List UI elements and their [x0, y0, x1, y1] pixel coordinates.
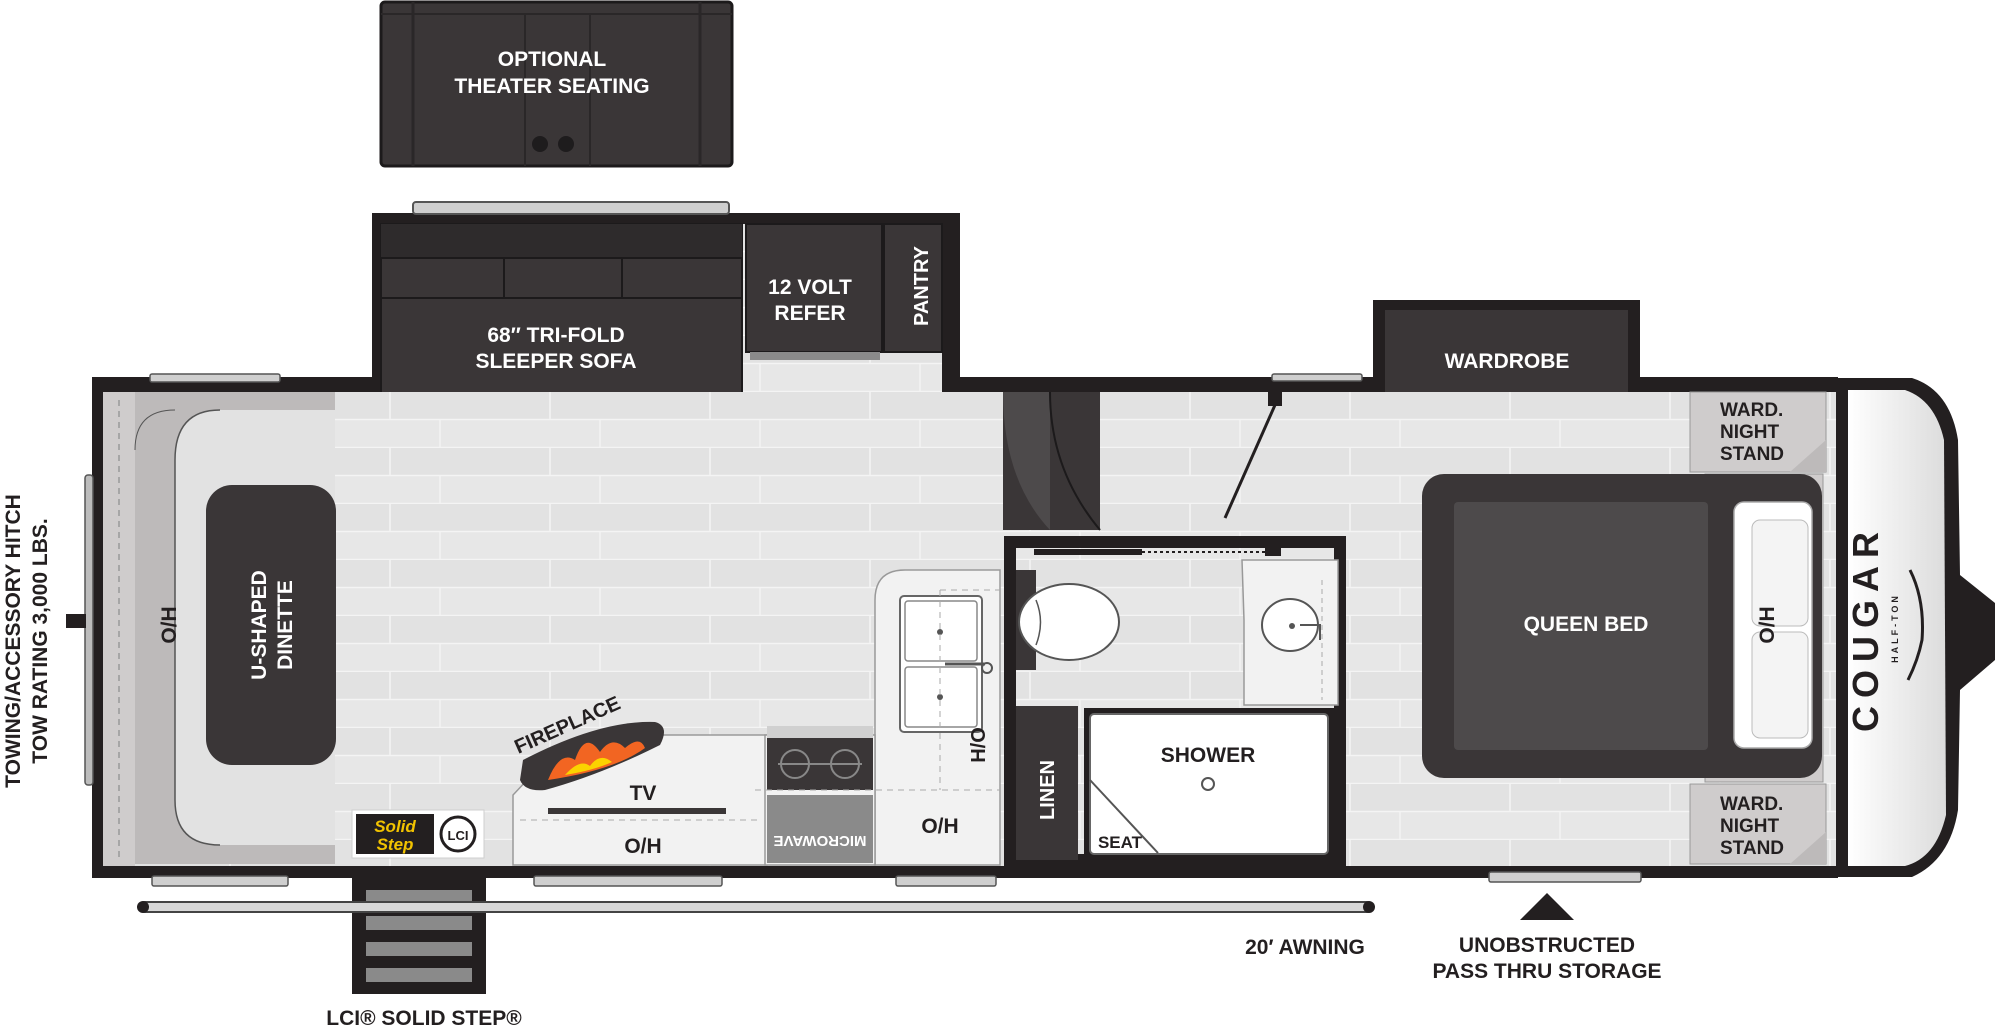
hitch-label-2: TOW RATING 3,000 LBS. [29, 518, 52, 763]
ward-ns-top-2: NIGHT [1720, 422, 1780, 443]
stove [767, 726, 873, 790]
bathroom: LINEN SHOWER SEAT [1003, 391, 1346, 866]
pantry-label: PANTRY [911, 245, 933, 326]
linen-label: LINEN [1037, 760, 1059, 820]
optional-theater-seating: OPTIONAL THEATER SEATING [379, 0, 734, 168]
microwave: MICROWAVE [767, 795, 873, 863]
shower-label: SHOWER [1161, 744, 1256, 767]
kitchen-sink [899, 595, 993, 733]
front-cap: COUGAR HALF-TON [1836, 378, 1995, 877]
kitchen: MICROWAVE O/H H/O [755, 569, 1001, 866]
awning-label: 20′ AWNING [1245, 936, 1365, 959]
shower: SHOWER SEAT [1084, 708, 1334, 860]
bedroom-door [1223, 388, 1282, 519]
dinette-label-2: DINETTE [274, 580, 297, 670]
dinette-label-1: U-SHAPED [248, 570, 271, 680]
ward-ns-bot-2: NIGHT [1720, 816, 1780, 837]
bedroom: WARD. NIGHT STAND WARD. NIGHT STAND QUEE… [1422, 391, 1827, 865]
tv-label: TV [630, 782, 657, 805]
pantry: PANTRY [883, 223, 943, 353]
optional-label-2: THEATER SEATING [454, 75, 649, 98]
awning: 20′ AWNING [137, 901, 1375, 959]
refer-label-2: REFER [774, 302, 845, 325]
brand-label: COUGAR [1845, 524, 1886, 732]
entry-steps [352, 878, 486, 994]
queen-bed-label: QUEEN BED [1524, 613, 1649, 636]
pass-label-1: UNOBSTRUCTED [1459, 934, 1635, 957]
seat-label: SEAT [1098, 833, 1143, 852]
hitch-label-1: TOWING/ACCESSORY HITCH [2, 494, 25, 788]
bed-oh-label: O/H [1756, 606, 1779, 643]
sofa-label-2: SLEEPER SOFA [475, 350, 636, 373]
kitchen-oh-label: O/H [921, 815, 958, 838]
solid-step-logo-2: Step [377, 835, 414, 854]
ward-ns-top-3: STAND [1720, 444, 1784, 465]
lci-logo: LCI [448, 828, 469, 843]
microwave-label: MICROWAVE [773, 832, 866, 849]
optional-label-1: OPTIONAL [498, 48, 607, 71]
tv: TV [548, 782, 726, 814]
sofa-label-1: 68″ TRI-FOLD [487, 324, 624, 347]
solid-step-logo-1: Solid [374, 817, 416, 836]
wardrobe: WARDROBE [1373, 300, 1640, 410]
bathroom-vanity [1241, 559, 1339, 706]
pass-label-2: PASS THRU STORAGE [1432, 960, 1661, 983]
linen-closet: LINEN [1016, 706, 1078, 860]
dinette-oh-label: O/H [158, 606, 181, 643]
step-caption: LCI® SOLID STEP® [326, 1007, 522, 1030]
twelve-volt-refer: 12 VOLT REFER [745, 223, 883, 360]
ward-ns-bot-1: WARD. [1720, 794, 1783, 815]
ward-ns-bot-3: STAND [1720, 838, 1784, 859]
cougar-logo: COUGAR HALF-TON [1845, 524, 1924, 732]
pass-thru-storage: UNOBSTRUCTED PASS THRU STORAGE [1432, 893, 1662, 983]
towing-hitch: TOWING/ACCESSORY HITCH TOW RATING 3,000 … [2, 474, 94, 788]
solid-step: Solid Step LCI LCI® SOLID STEP® [326, 809, 522, 1030]
tv-oh-label: O/H [624, 835, 661, 858]
tri-fold-sleeper-sofa: 68″ TRI-FOLD SLEEPER SOFA [380, 223, 743, 409]
ward-ns-top-1: WARD. [1720, 400, 1783, 421]
brand-sub-label: HALF-TON [1890, 593, 1900, 663]
ward-night-stand-top: WARD. NIGHT STAND [1689, 391, 1827, 473]
slideout-left: 68″ TRI-FOLD SLEEPER SOFA 12 VOLT REFER … [372, 201, 960, 409]
queen-bed: QUEEN BED O/H [1422, 474, 1822, 778]
ward-night-stand-bottom: WARD. NIGHT STAND [1689, 783, 1827, 865]
kitchen-ho-label: H/O [968, 727, 990, 763]
toilet [1016, 570, 1120, 670]
wardrobe-label: WARDROBE [1445, 350, 1570, 373]
u-shaped-dinette: O/H U-SHAPED DINETTE [103, 392, 336, 866]
refer-label-1: 12 VOLT [768, 276, 852, 299]
